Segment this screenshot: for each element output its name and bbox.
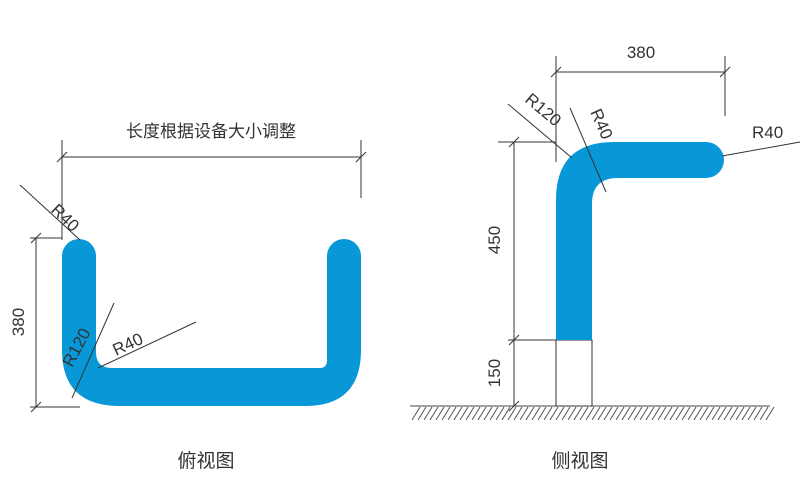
hatch-mark [567, 406, 577, 421]
hatch-mark [495, 406, 505, 421]
r-corner-leader [97, 321, 197, 369]
tick [508, 334, 520, 346]
hatch-mark [513, 406, 523, 421]
hatch-mark [651, 406, 661, 421]
hatch-mark [645, 406, 655, 421]
hatch-mark [447, 406, 457, 421]
hatch-mark [669, 406, 679, 421]
hatch-mark [441, 406, 451, 421]
hatch-mark [591, 406, 601, 421]
tick [719, 66, 731, 78]
bent-pipe-shape [556, 142, 724, 340]
hatch-mark [537, 406, 547, 421]
r-top-label: R40 [47, 200, 83, 235]
hatch-mark [723, 406, 733, 421]
height-dim-label: 380 [9, 308, 28, 336]
hatch-mark [699, 406, 709, 421]
hatch-mark [525, 406, 535, 421]
tick [550, 66, 562, 78]
tick [30, 401, 42, 413]
upper-height-label: 450 [485, 226, 504, 254]
tick [508, 136, 520, 148]
tick [355, 151, 367, 163]
hatch-mark [711, 406, 721, 421]
hatch-mark [477, 406, 487, 421]
hatch-mark [417, 406, 427, 421]
hatch-mark [753, 406, 763, 421]
hatch-mark [609, 406, 619, 421]
hatch-mark [579, 406, 589, 421]
hatch-mark [639, 406, 649, 421]
hatch-mark [663, 406, 673, 421]
hatch-mark [627, 406, 637, 421]
hatch-mark [429, 406, 439, 421]
hatch-mark [603, 406, 613, 421]
hatch-mark [459, 406, 469, 421]
hatch-mark [561, 406, 571, 421]
hatch-mark [453, 406, 463, 421]
hatch-mark [759, 406, 769, 421]
hatch-mark [729, 406, 739, 421]
hatch-mark [489, 406, 499, 421]
hatch-mark [735, 406, 745, 421]
r-inner-leader [71, 302, 115, 399]
side-view-caption: 侧视图 [551, 450, 608, 472]
hatch-mark [519, 406, 529, 421]
hatch-mark [501, 406, 511, 421]
hatch-mark [633, 406, 643, 421]
hatch-mark [435, 406, 445, 421]
r-bend-inner-leader [569, 107, 607, 193]
r-end-leader [721, 141, 801, 157]
tick [56, 151, 68, 163]
hatch-mark [543, 406, 553, 421]
tick [30, 232, 42, 244]
hatch-mark [549, 406, 559, 421]
hatch-mark [621, 406, 631, 421]
hatch-mark [483, 406, 493, 421]
hatch-mark [687, 406, 697, 421]
top-view-caption: 俯视图 [177, 450, 234, 472]
side-view: 380 R120 R40 R40 450 150 侧视图 [410, 43, 801, 472]
u-pipe-shape [62, 239, 361, 406]
white-post [555, 339, 593, 407]
hatch-mark [423, 406, 433, 421]
r-bend-inner-label: R40 [586, 106, 616, 142]
width-dim-label: 380 [627, 43, 655, 62]
hatch-mark [531, 406, 541, 421]
r-end-label: R40 [752, 123, 783, 142]
hatch-mark [693, 406, 703, 421]
length-note-label: 长度根据设备大小调整 [126, 122, 296, 141]
lower-height-label: 150 [485, 359, 504, 387]
hatch-mark [741, 406, 751, 421]
r-top-leader [19, 184, 81, 241]
hatch-mark [705, 406, 715, 421]
hatch-mark [507, 406, 517, 421]
hatch-mark [555, 406, 565, 421]
hatch-mark [681, 406, 691, 421]
hatch-mark [471, 406, 481, 421]
hatch-mark [615, 406, 625, 421]
ground-hatch [411, 406, 775, 421]
hatch-mark [747, 406, 757, 421]
hatch-mark [597, 406, 607, 421]
r-bend-outer-label: R120 [521, 90, 564, 131]
hatch-mark [465, 406, 475, 421]
hatch-mark [573, 406, 583, 421]
r-corner-label: R40 [110, 329, 146, 359]
hatch-mark [657, 406, 667, 421]
hatch-mark [585, 406, 595, 421]
hatch-mark [717, 406, 727, 421]
top-view: 长度根据设备大小调整 380 R40 R120 R40 俯视图 [9, 122, 367, 472]
r-bend-outer-leader [507, 103, 573, 159]
hatch-mark [765, 406, 775, 421]
tick [508, 400, 520, 412]
hatch-mark [675, 406, 685, 421]
hatch-mark [411, 406, 421, 421]
